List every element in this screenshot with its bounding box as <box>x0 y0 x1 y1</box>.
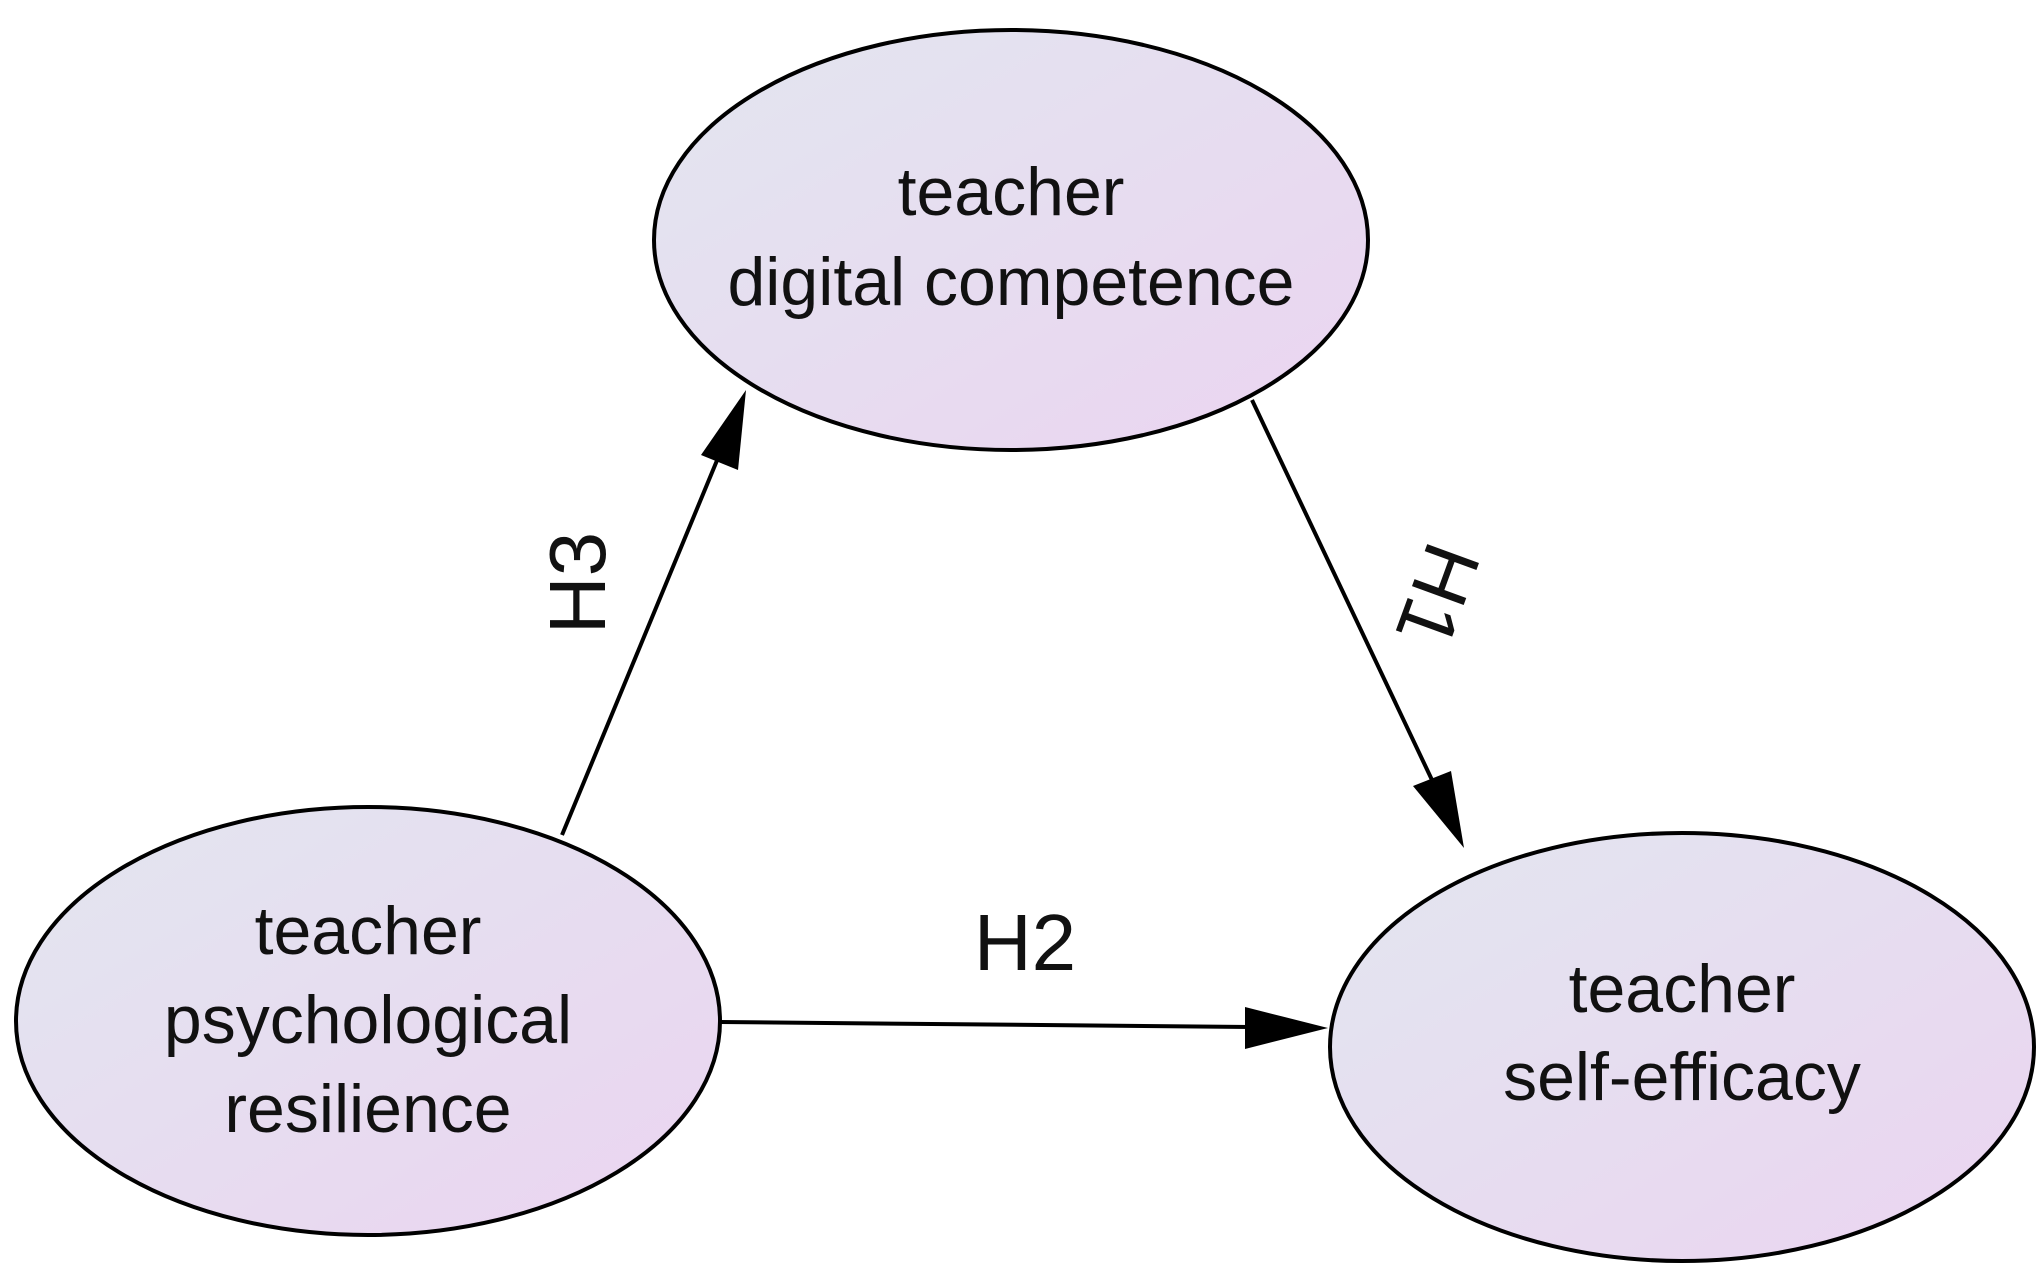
node-digital-competence-line-1: teacher <box>898 154 1125 230</box>
edge-h2-line <box>719 1020 1251 1029</box>
edge-h1-arrowhead <box>1413 771 1464 848</box>
node-self-efficacy-line-1: teacher <box>1569 951 1796 1027</box>
edge-h3-arrowhead <box>701 390 746 470</box>
node-digital-competence-line-2: digital competence <box>727 244 1294 320</box>
node-psychological-resilience-line-2: psychological <box>164 982 572 1058</box>
node-self-efficacy-line-2: self-efficacy <box>1503 1039 1861 1115</box>
node-psychological-resilience: teacher psychological resilience <box>14 805 722 1237</box>
node-digital-competence: teacher digital competence <box>652 28 1370 452</box>
edge-h2-label: H2 <box>974 898 1076 987</box>
edge-h3: H3 <box>533 390 746 836</box>
edge-h2: H2 <box>719 898 1328 1049</box>
node-self-efficacy-ellipse <box>1328 831 2036 1263</box>
edge-h3-line <box>560 457 720 836</box>
node-self-efficacy: teacher self-efficacy <box>1328 831 2036 1263</box>
edge-h1: H1 <box>1250 399 1498 848</box>
edge-h1-line <box>1250 399 1434 781</box>
edge-h1-label: H1 <box>1379 532 1498 659</box>
node-psychological-resilience-ellipse <box>14 805 722 1237</box>
node-digital-competence-ellipse <box>652 28 1370 452</box>
node-psychological-resilience-line-3: resilience <box>224 1071 511 1147</box>
edge-h3-label: H3 <box>533 532 622 634</box>
node-psychological-resilience-line-1: teacher <box>255 893 482 969</box>
edge-h2-arrowhead <box>1245 1007 1328 1049</box>
